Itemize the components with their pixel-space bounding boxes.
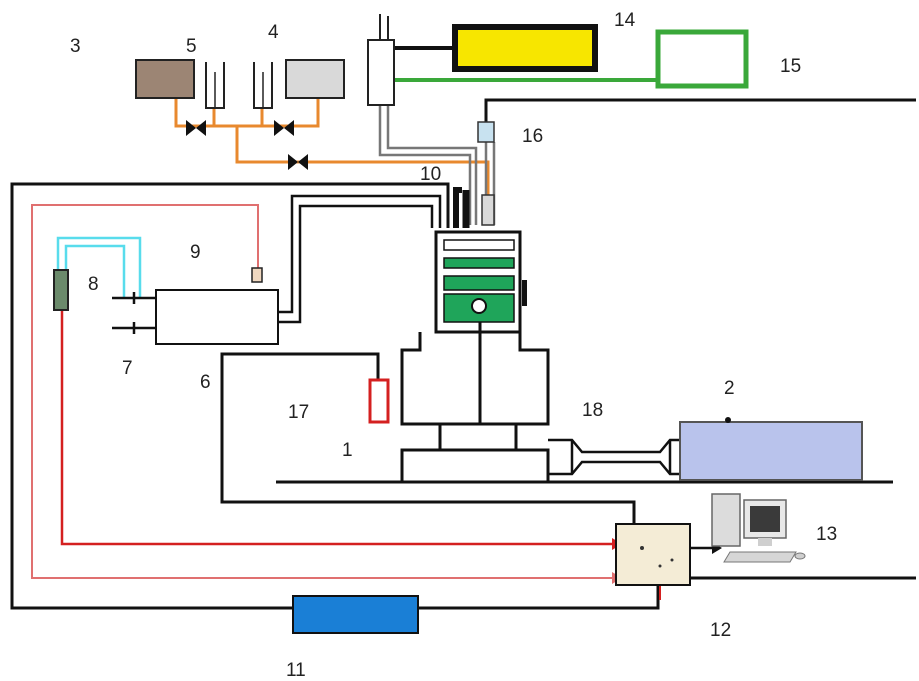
valve-icon[interactable] <box>274 120 294 136</box>
label-7: 7 <box>122 358 133 379</box>
label-16: 16 <box>522 126 543 147</box>
label-6: 6 <box>200 372 211 393</box>
label-3: 3 <box>70 36 81 57</box>
injection-pump[interactable] <box>367 39 395 106</box>
label-13: 13 <box>816 524 837 545</box>
label-18: 18 <box>582 400 603 421</box>
daq-dot <box>658 564 662 568</box>
injector-10[interactable] <box>481 194 495 226</box>
yellow-unit-panel <box>458 30 592 66</box>
daq-box-12[interactable] <box>615 523 691 586</box>
air-tank-9[interactable] <box>155 289 279 345</box>
daq-dot <box>670 558 674 562</box>
label-15: 15 <box>780 56 801 77</box>
sensor-17-cable <box>220 352 636 525</box>
label-1: 1 <box>342 440 353 461</box>
cooling-loop-line <box>10 182 450 610</box>
label-10: 10 <box>420 164 441 185</box>
label-11: 11 <box>286 660 306 681</box>
label-12: 12 <box>710 620 731 641</box>
fuel-lines <box>174 92 490 195</box>
exhaust-line-inner <box>453 187 462 228</box>
dynamometer-2[interactable] <box>679 421 863 481</box>
computer-13-icon[interactable] <box>711 493 806 563</box>
label-17: 17 <box>288 402 309 423</box>
air-tank-sensor[interactable] <box>251 267 263 283</box>
sensor-16[interactable] <box>477 121 495 143</box>
air-inlet-pipes <box>112 292 156 334</box>
sensor-16-cable <box>484 98 916 122</box>
label-2: 2 <box>724 378 735 399</box>
flow-sensor-8[interactable] <box>53 269 69 311</box>
temperature-signal-line <box>31 204 612 579</box>
cooler-11[interactable] <box>292 595 419 634</box>
engine-1[interactable] <box>400 230 550 484</box>
coupling-18[interactable] <box>548 438 680 476</box>
dynamometer-mount <box>725 417 731 423</box>
label-14: 14 <box>614 10 636 31</box>
coolant-lines <box>56 236 142 298</box>
valve-icon[interactable] <box>288 154 308 170</box>
label-5: 5 <box>186 36 197 57</box>
cooling-return-line <box>418 585 660 610</box>
label-8: 8 <box>88 274 99 295</box>
label-4: 4 <box>268 22 279 43</box>
label-9: 9 <box>190 242 201 263</box>
fuel-tank[interactable] <box>285 59 345 99</box>
sensor-17[interactable] <box>368 378 390 424</box>
intake-lines <box>278 194 442 324</box>
valve-icon[interactable] <box>186 120 206 136</box>
daq-dot <box>640 546 644 550</box>
component-3-container[interactable] <box>135 59 195 99</box>
component-15-green-unit[interactable] <box>655 29 749 89</box>
flow-signal-line <box>60 310 612 546</box>
